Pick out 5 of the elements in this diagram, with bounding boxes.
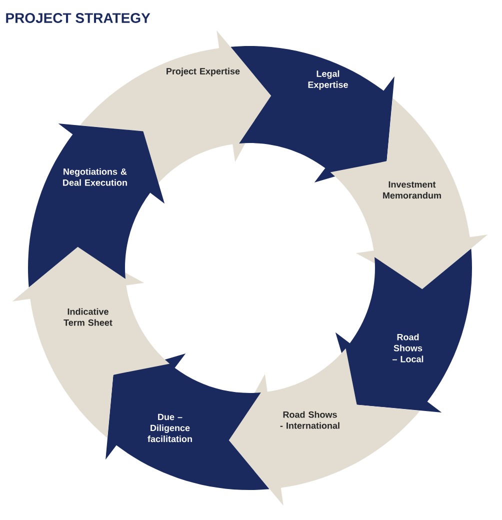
arrow-segment: Road Shows – Local	[335, 248, 472, 412]
arrow-segment: Negotiations & Deal Execution	[28, 124, 165, 288]
arrow-segment: Investment Memorandum	[330, 98, 488, 290]
title: PROJECT STRATEGY	[6, 13, 150, 23]
arrow-segment: Due – Diligence facilitation	[106, 353, 270, 490]
